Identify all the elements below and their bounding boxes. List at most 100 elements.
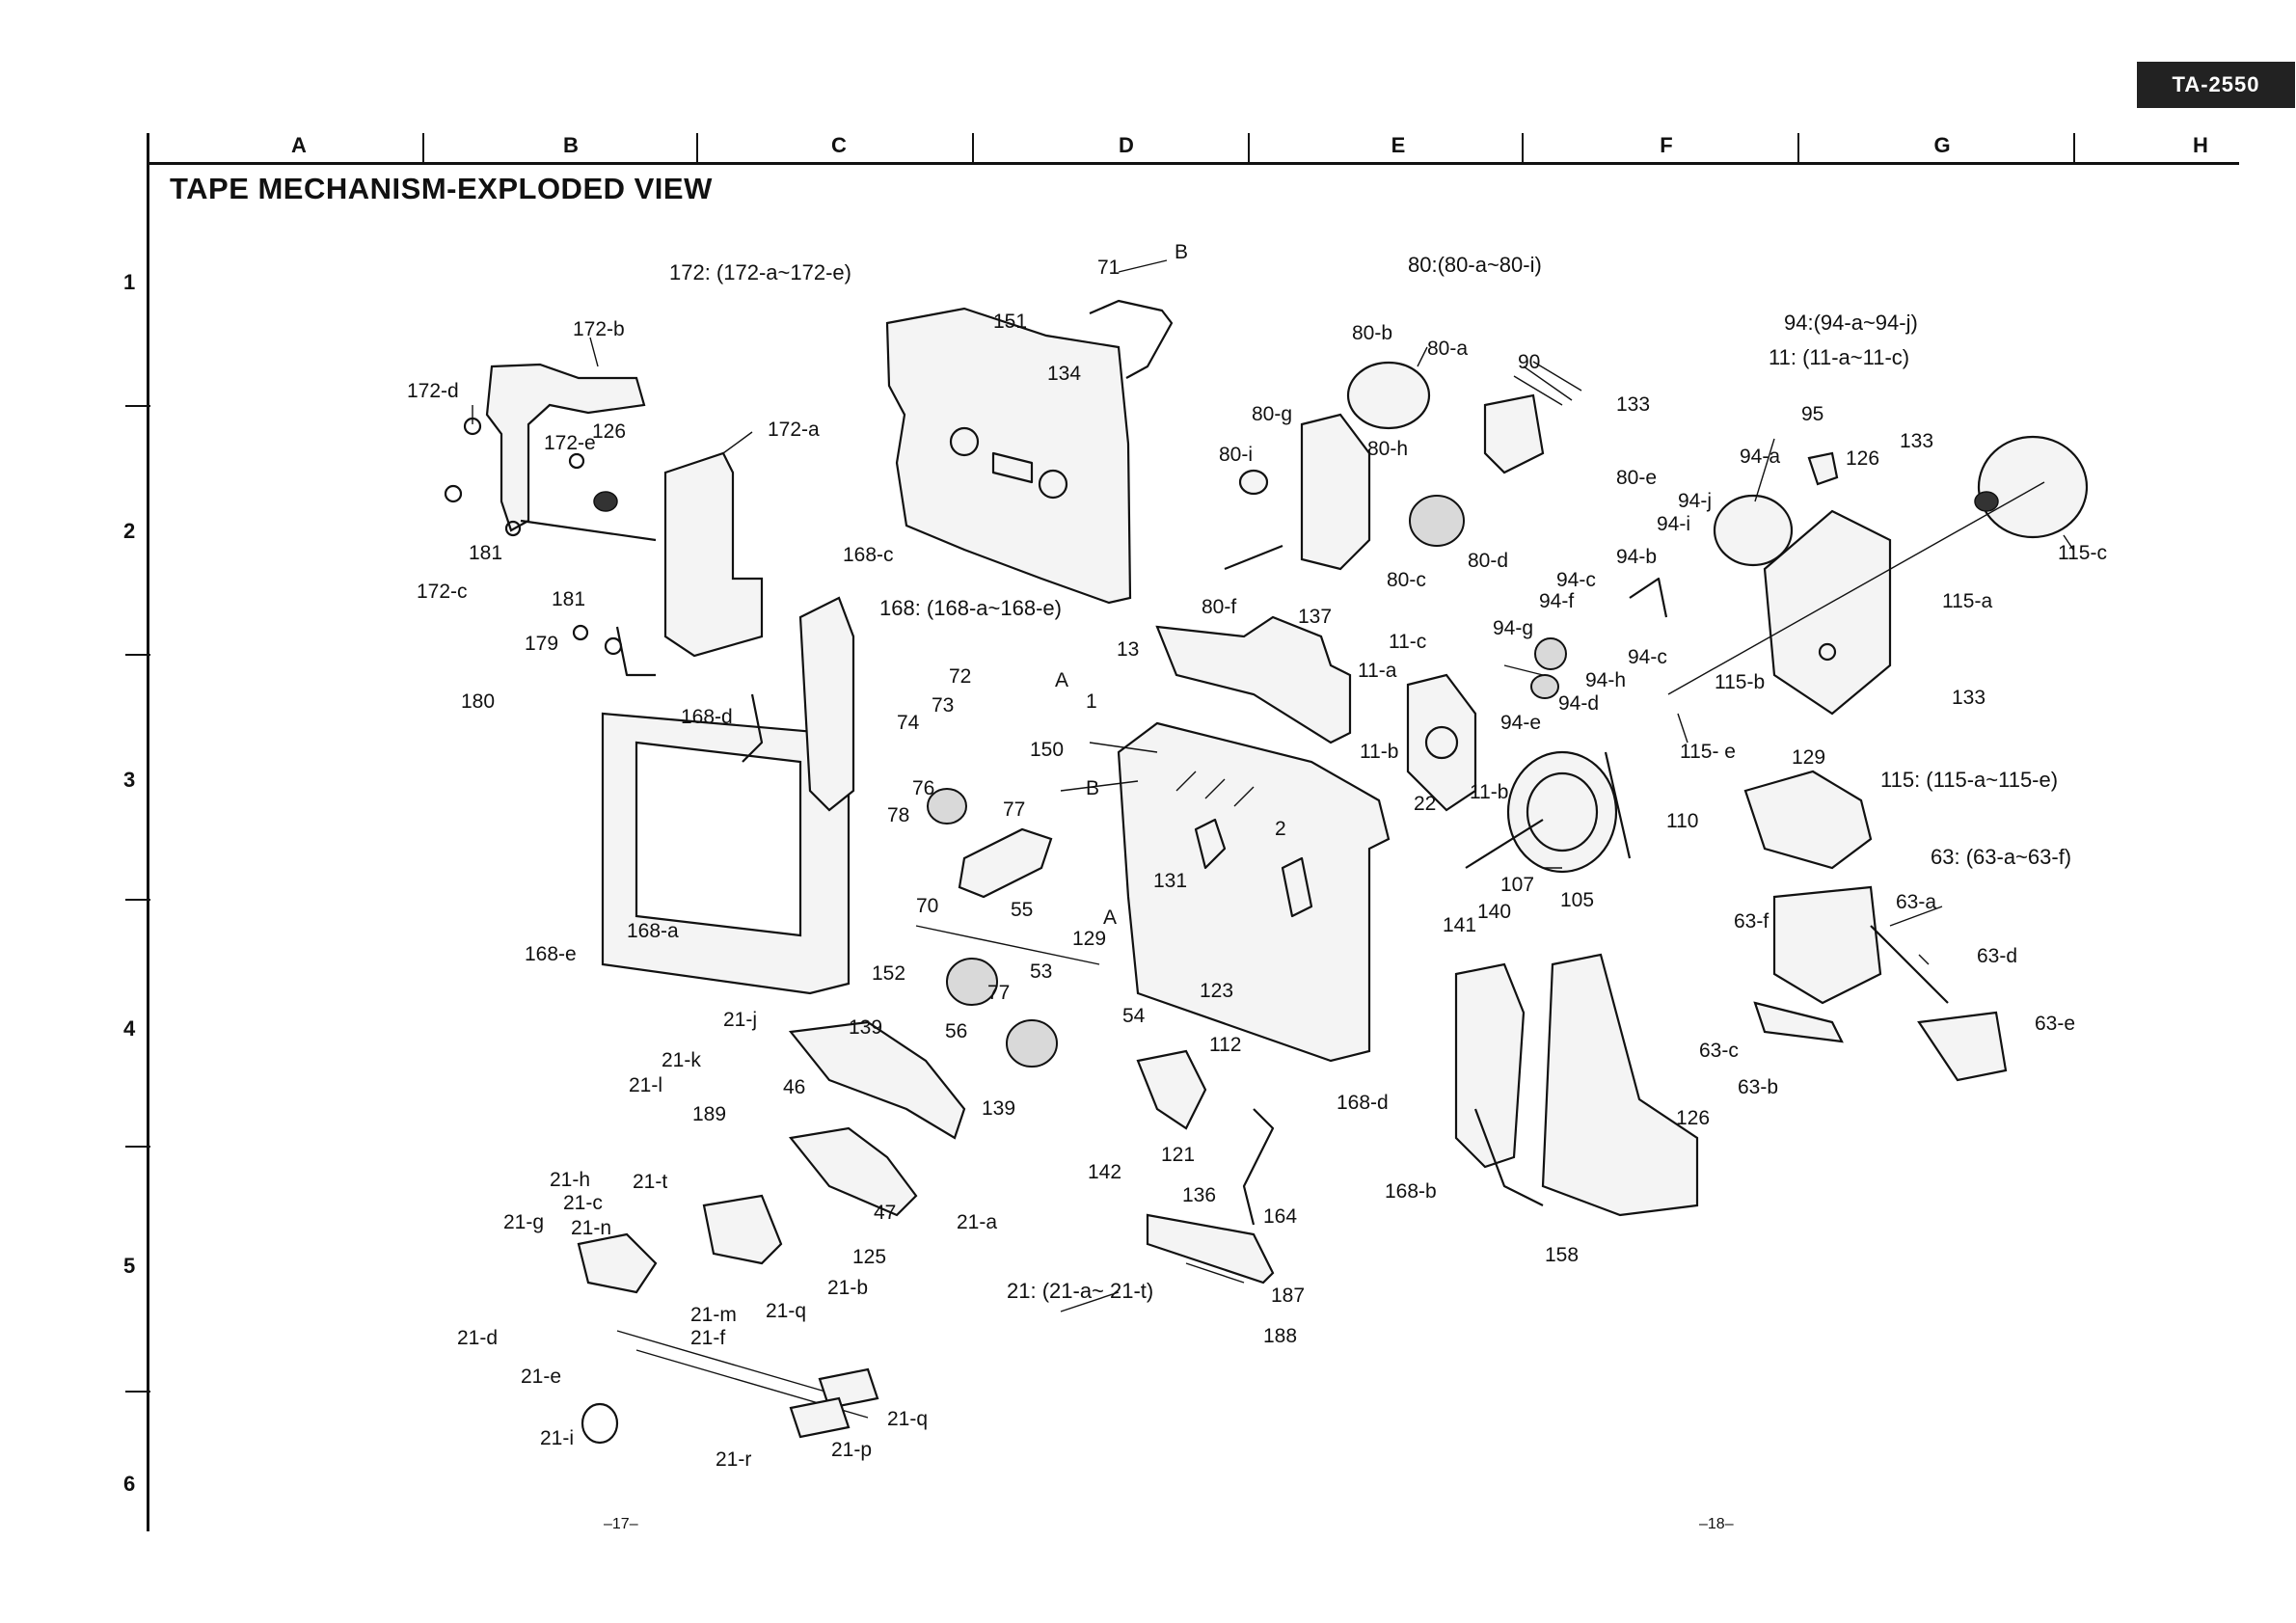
- part-label: 126: [1846, 447, 1879, 470]
- part-label: 21-m: [690, 1304, 737, 1326]
- part-label: 110: [1666, 810, 1698, 832]
- part-label: 74: [897, 712, 920, 734]
- row-label: 3: [123, 768, 136, 792]
- part-label: 21-g: [503, 1211, 544, 1233]
- row-label: 1: [123, 270, 136, 294]
- part-label: 63-a: [1896, 891, 1936, 913]
- part-label: 47: [874, 1202, 896, 1224]
- part-label: 125: [852, 1246, 886, 1268]
- part-label: 168-d: [681, 706, 733, 728]
- col-divider: [972, 133, 974, 164]
- row-divider: [125, 1146, 150, 1148]
- row-divider: [125, 405, 150, 407]
- part-label: 63-c: [1699, 1040, 1739, 1062]
- part-label: 80-g: [1252, 403, 1292, 425]
- page-number-left: –17–: [604, 1516, 638, 1532]
- part-115-motor: [1667, 435, 2089, 716]
- part-label: 21-h: [550, 1169, 590, 1191]
- row-label: 4: [123, 1016, 136, 1041]
- row-divider: [125, 1391, 150, 1393]
- part-label: 115-b: [1715, 671, 1765, 693]
- part-label: 80-h: [1367, 438, 1408, 460]
- part-label: 133: [1900, 430, 1933, 452]
- part-label: 1: [1086, 690, 1097, 713]
- part-label: 131: [1153, 870, 1187, 892]
- col-divider: [2073, 133, 2075, 164]
- column-label: D: [1119, 133, 1134, 157]
- part-label: 181: [552, 588, 585, 610]
- part-label: 53: [1030, 960, 1052, 983]
- part-label: 80-b: [1352, 322, 1392, 344]
- part-label: 94-b: [1616, 546, 1657, 568]
- part-13-bracket: [1155, 615, 1352, 744]
- part-label: 94-c: [1628, 646, 1667, 668]
- part-label: 126: [592, 420, 626, 443]
- part-label: A: [1103, 906, 1117, 929]
- part-label: 152: [872, 962, 905, 985]
- part-187-lever: [1136, 1049, 1275, 1285]
- part-label: 80-f: [1202, 596, 1236, 618]
- part-label: 115- e: [1680, 741, 1736, 763]
- part-label: 129: [1072, 928, 1106, 950]
- part-label: 22: [1414, 793, 1436, 815]
- column-label: G: [1933, 133, 1951, 157]
- part-label: 139: [982, 1097, 1015, 1120]
- group-note: 80:(80-a~80-i): [1408, 253, 1542, 277]
- part-label: 21-k: [662, 1049, 701, 1071]
- column-label: B: [563, 133, 579, 157]
- column-label: E: [1391, 133, 1406, 157]
- part-label: 54: [1122, 1005, 1146, 1027]
- part-label: 21-l: [629, 1074, 662, 1096]
- part-label: 172-b: [573, 318, 625, 340]
- column-label: C: [831, 133, 847, 157]
- group-note: 94:(94-a~94-j): [1784, 311, 1918, 335]
- part-label: 21-q: [887, 1408, 928, 1430]
- col-divider: [1248, 133, 1250, 164]
- row-label: 6: [123, 1472, 136, 1496]
- part-label: 21-q: [766, 1300, 806, 1322]
- row-label: 5: [123, 1254, 136, 1278]
- part-label: 55: [1011, 899, 1033, 921]
- group-note: 115: (115-a~115-e): [1880, 768, 2059, 792]
- part-label: 168-e: [525, 943, 577, 965]
- part-label: A: [1055, 669, 1068, 691]
- part-94-motor: [1530, 451, 1839, 699]
- part-168-frame: [601, 596, 855, 995]
- part-label: 77: [1003, 798, 1025, 821]
- part-label: 172-c: [417, 581, 468, 603]
- grid-left-rule: [147, 133, 149, 1531]
- part-label: 134: [1047, 363, 1081, 385]
- part-label: 2: [1275, 818, 1286, 840]
- col-divider: [1797, 133, 1799, 164]
- part-label: 123: [1200, 980, 1233, 1002]
- part-11-plate: [1406, 673, 1477, 812]
- part-label: 180: [461, 690, 495, 713]
- page-title: TAPE MECHANISM-EXPLODED VIEW: [170, 172, 713, 205]
- part-label: 72: [949, 665, 971, 688]
- part-label: 188: [1263, 1325, 1297, 1347]
- part-label: 158: [1545, 1244, 1579, 1266]
- part-label: 63-e: [2035, 1013, 2075, 1035]
- part-label: 133: [1616, 393, 1650, 416]
- group-note: 63: (63-a~63-f): [1931, 845, 2072, 869]
- row-divider: [125, 654, 150, 656]
- part-label: 136: [1182, 1184, 1216, 1206]
- part-label: 139: [849, 1016, 882, 1039]
- part-label: 21-d: [457, 1327, 498, 1349]
- part-label: 168-b: [1385, 1180, 1437, 1203]
- part-label: 78: [887, 804, 909, 826]
- part-label: 164: [1263, 1205, 1297, 1228]
- part-label: 140: [1477, 901, 1511, 923]
- part-label: 133: [1952, 687, 1985, 709]
- group-note: 172: (172-a~172-e): [669, 260, 851, 284]
- part-label: 80-a: [1427, 338, 1468, 360]
- grid-top-rule: [147, 162, 2239, 165]
- part-151-cassette-plate: [885, 307, 1132, 605]
- part-71-lever: [1089, 299, 1174, 379]
- part-label: 76: [912, 777, 934, 799]
- part-label: 137: [1298, 606, 1332, 628]
- part-label: 172-e: [544, 432, 596, 454]
- part-70-levers: [915, 788, 1100, 1068]
- part-label: 11-b: [1360, 741, 1398, 763]
- part-label: 105: [1560, 889, 1594, 911]
